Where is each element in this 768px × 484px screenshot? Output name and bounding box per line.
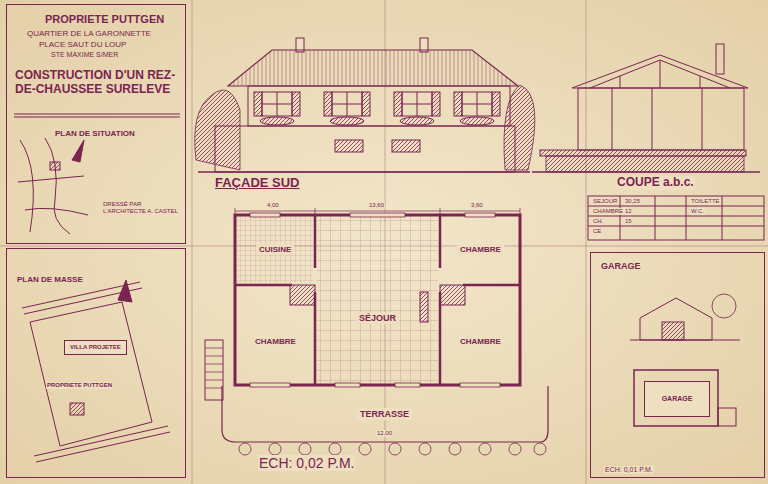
garage-plan-box: GARAGE [644, 381, 710, 417]
panel-text: QUARTIER DE LA GARONNETTE [27, 29, 151, 38]
projected-villa-box: VILLA PROJETEE [64, 340, 127, 355]
room-name: TERRASSE [360, 409, 409, 419]
panel-text: PLACE SAUT DU LOUP [39, 40, 126, 49]
room-label: CHAMBRE [457, 244, 504, 255]
panel-text: PLAN DE MASSE [17, 275, 83, 284]
table-cell: TOILETTE [690, 198, 721, 205]
garage-panel: GARAGE GARAGE [590, 252, 765, 478]
dimension: 12,00 [376, 430, 393, 437]
panel-text: GARAGE [601, 261, 641, 271]
room-name: CHAMBRE [460, 245, 501, 254]
room-name: VILLA PROJETEE [70, 344, 121, 351]
table-cell: W.C. [690, 208, 705, 215]
room-label: CUISINE [256, 244, 294, 255]
room-name: GARAGE [662, 395, 693, 403]
table-cell: 12 [624, 208, 633, 215]
table-cell: CH. [592, 218, 604, 225]
scale-note: ECH: 0,02 P.M. [258, 455, 355, 471]
panel-text: PLAN DE SITUATION [55, 129, 135, 138]
room-name: CUISINE [259, 245, 291, 254]
panel-text: STE MAXIME S/MER [51, 51, 118, 59]
site-plan-panel: PLAN DE MASSE VILLA PROJETEE [6, 248, 186, 478]
title-block: PROPRIETE PUTTGEN QUARTIER DE LA GARONNET… [6, 4, 186, 244]
table-cell: 30,25 [624, 198, 641, 205]
table-cell: 15 [624, 218, 633, 225]
terrace-area: TERRASSE [357, 408, 412, 420]
room-name: CHAMBRE [460, 337, 501, 346]
panel-text: PROPRIETE PUTTGEN [45, 13, 164, 26]
scale-note: ECH: 0,01 P.M. [604, 466, 654, 474]
room-name: SÉJOUR [359, 313, 396, 323]
dimension: 3,60 [470, 202, 484, 209]
panel-text: CONSTRUCTION D'UN REZ-DE-CHAUSSEE SURELE… [15, 69, 185, 97]
table-cell: CE [592, 228, 602, 235]
dimension: 4,00 [266, 202, 280, 209]
view-title: FAÇADE SUD [214, 176, 301, 191]
room-name: CHAMBRE [255, 337, 296, 346]
room-label: CHAMBRE [252, 336, 299, 347]
dimension: 13,60 [368, 202, 385, 209]
room-label: CHAMBRE [457, 336, 504, 347]
view-title: COUPE a.b.c. [616, 176, 695, 190]
table-cell: SEJOUR [592, 198, 618, 205]
panel-text: DRESSÉ PAR L'ARCHITECTE A. CASTEL [103, 201, 181, 215]
owner-label: PROPRIETE PUTTGEN [46, 382, 113, 389]
table-cell: CHAMBRE [592, 208, 624, 215]
room-label: SÉJOUR [356, 312, 399, 324]
